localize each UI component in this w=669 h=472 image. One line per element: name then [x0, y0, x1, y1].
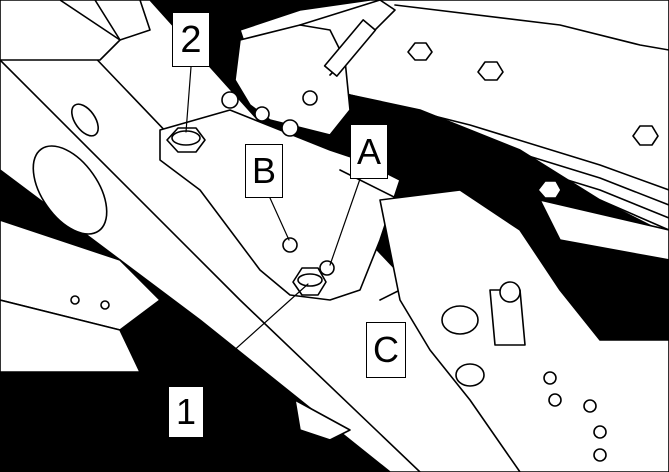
callout-c: C: [366, 322, 406, 378]
callout-a: A: [350, 124, 388, 179]
spring-bolts: [221, 42, 659, 199]
lower-bracket: [379, 189, 669, 472]
bolt-1: [292, 267, 327, 296]
callout-b: B: [245, 144, 283, 198]
lower-frame: [0, 219, 161, 373]
callout-2: 2: [172, 12, 210, 67]
leader-lines: [185, 66, 361, 389]
upper-frame: [0, 0, 151, 61]
callout-1: 1: [168, 386, 204, 438]
